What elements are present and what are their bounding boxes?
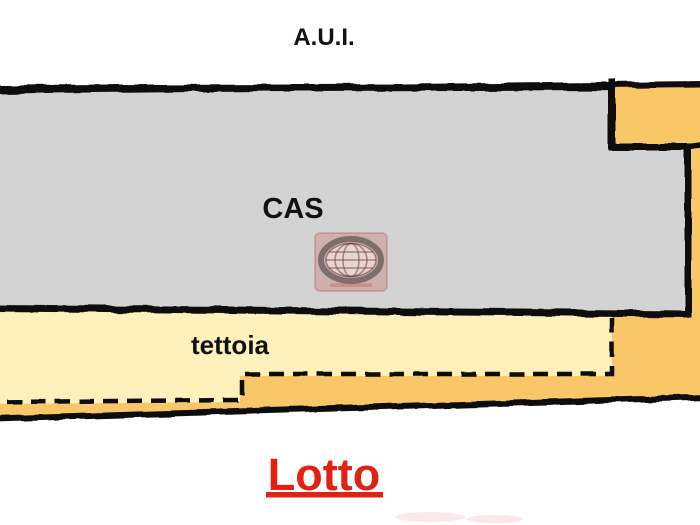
border-overshoot-right [684,142,700,151]
building-area [0,87,688,314]
canopy-dashed-boundary [0,318,615,405]
scan-smudges [395,512,523,523]
building-label: CAS [262,193,323,225]
plan-title-label: A.U.I. [293,24,354,51]
lot-label: Lotto [268,449,380,500]
lot-label-underline [266,492,383,498]
globe-watermark-icon [314,232,388,292]
canopy-label: tettoia [191,330,270,360]
watermark-caption-blur [330,283,372,287]
watermark-ring [318,236,384,284]
canopy-area [0,308,612,404]
globe-grid [325,242,377,278]
lot-label-group: Lotto [266,449,383,500]
